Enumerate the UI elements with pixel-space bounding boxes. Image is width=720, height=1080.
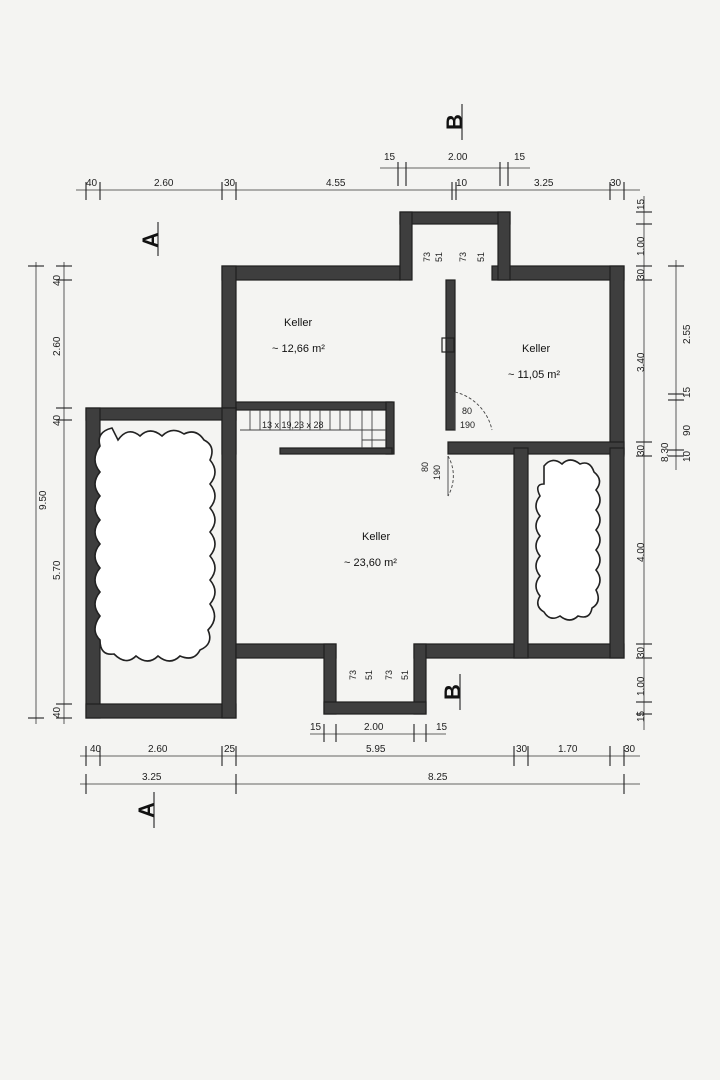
room-2-name: Keller	[522, 343, 550, 355]
planter-left-cloud	[94, 427, 216, 662]
section-b-top: B	[442, 114, 467, 130]
door-mid-right-b: 190	[460, 420, 475, 430]
door-mid-center-a: 80	[420, 462, 430, 472]
wall-niche-top	[399, 211, 511, 225]
dim-bottom-niche: 2.00	[364, 722, 384, 733]
dim-right-3: 30	[636, 268, 647, 280]
dim-right-outer-2: 15	[682, 386, 693, 398]
wall-stair-top	[235, 401, 393, 411]
wall-bniche-bottom	[323, 701, 427, 715]
dim-left-5: 40	[52, 706, 63, 718]
door-mid-center-b: 190	[432, 465, 442, 480]
bottom-dimensions: 15 2.00 15 40 2.60 25 5.95 30 1.70 30 3.…	[80, 722, 640, 794]
dim-bottom-niche-right: 15	[436, 722, 448, 733]
dim-right-9: 15	[636, 710, 647, 722]
right-dimensions: 15 1.00 30 3.40 30 4.00 30 1.00 15 2.55 …	[636, 196, 693, 730]
dim-bottom-2: 2.60	[148, 744, 168, 755]
dim-right-7: 30	[636, 646, 647, 658]
wall-niche-right	[497, 211, 511, 281]
planter-left-bottom	[85, 703, 237, 719]
dim-bottom-5: 30	[516, 744, 528, 755]
door-bottom-left-a: 73	[348, 670, 358, 680]
dim-right-5: 30	[636, 444, 647, 456]
door-top-left-b: 51	[434, 252, 444, 262]
planter-left-top	[85, 407, 237, 421]
dim-top-5: 10	[456, 178, 468, 189]
dim-bottom-total-left: 3.25	[142, 772, 162, 783]
dim-top-niche-right: 15	[514, 152, 526, 163]
door-top-right-b: 51	[476, 252, 486, 262]
section-markers: A B B A	[134, 104, 467, 828]
dim-top-3: 30	[224, 178, 236, 189]
planter-right-outer	[609, 447, 625, 659]
stair-treads	[240, 410, 386, 448]
wall-top-right	[491, 265, 625, 281]
dim-bottom-6: 1.70	[558, 744, 578, 755]
wall-niche-left	[399, 211, 413, 281]
wall-bottom-left	[235, 643, 337, 659]
dim-top-2: 2.60	[154, 178, 174, 189]
door-bottom-right-b: 51	[400, 670, 410, 680]
door-top-right-a: 73	[458, 252, 468, 262]
dim-left-1: 40	[52, 274, 63, 286]
dim-bottom-total-right: 8.25	[428, 772, 448, 783]
wall-top-left	[221, 265, 401, 281]
room-1-name: Keller	[284, 317, 312, 329]
wall-partition	[445, 279, 456, 431]
room-3-area: ~ 23,60 m²	[344, 557, 397, 569]
dim-left-3: 40	[52, 414, 63, 426]
dim-top-7: 30	[610, 178, 622, 189]
door-labels: 73 51 73 51 73 51 73 51 80 190 80 190	[348, 252, 486, 680]
dim-top-6: 3.25	[534, 178, 554, 189]
dim-right-2: 1.00	[636, 236, 647, 256]
section-a-bottom: A	[134, 802, 159, 818]
dim-bottom-7: 30	[624, 744, 636, 755]
dim-right-outer-5: 8.30	[660, 442, 671, 462]
dim-top-niche: 2.00	[448, 152, 468, 163]
room-2-area: ~ 11,05 m²	[508, 369, 560, 381]
dim-right-8: 1.00	[636, 676, 647, 696]
stair-label: 13 x 19,23 x 28	[262, 420, 324, 430]
door-bottom-left-b: 51	[364, 670, 374, 680]
walls	[85, 211, 625, 719]
door-swings	[441, 337, 493, 497]
planter-right-cloud	[535, 459, 601, 621]
dim-left-total: 9.50	[38, 490, 49, 510]
dim-top-niche-left: 15	[384, 152, 396, 163]
dim-right-outer-3: 90	[682, 424, 693, 436]
door-mid-right-a: 80	[462, 406, 472, 416]
dim-top-4: 4.55	[326, 178, 346, 189]
planter-right-inner	[513, 447, 529, 659]
top-dimensions: 15 2.00 15 40 2.60 30 4.55 10 3.25 30	[76, 152, 640, 200]
door-top-left-a: 73	[422, 252, 432, 262]
dim-bottom-3: 25	[224, 744, 236, 755]
dim-right-6: 4.00	[636, 542, 647, 562]
door-bottom-right-a: 73	[384, 670, 394, 680]
left-dimensions: 9.50 40 2.60 40 5.70 40	[28, 262, 72, 724]
dim-top-1: 40	[86, 178, 98, 189]
room-3-name: Keller	[362, 531, 390, 543]
dim-right-outer-1: 2.55	[682, 324, 693, 344]
dim-right-4: 3.40	[636, 352, 647, 372]
section-a-top: A	[138, 232, 163, 248]
dim-left-4: 5.70	[52, 560, 63, 580]
dim-bottom-niche-left: 15	[310, 722, 322, 733]
dim-right-outer-4: 10	[682, 450, 693, 462]
wall-stair-right	[385, 401, 395, 455]
dim-right-1: 15	[636, 198, 647, 210]
dim-bottom-4: 5.95	[366, 744, 386, 755]
room-1-area: ~ 12,66 m²	[272, 343, 325, 355]
planter-left-inner	[221, 407, 237, 719]
wall-stair-bottom	[279, 447, 393, 455]
section-b-bottom: B	[440, 684, 465, 700]
dim-bottom-1: 40	[90, 744, 102, 755]
wall-right-upper	[609, 265, 625, 457]
dim-left-2: 2.60	[52, 336, 63, 356]
wall-mid-horizontal	[447, 441, 625, 455]
chimney-icon	[441, 337, 455, 353]
